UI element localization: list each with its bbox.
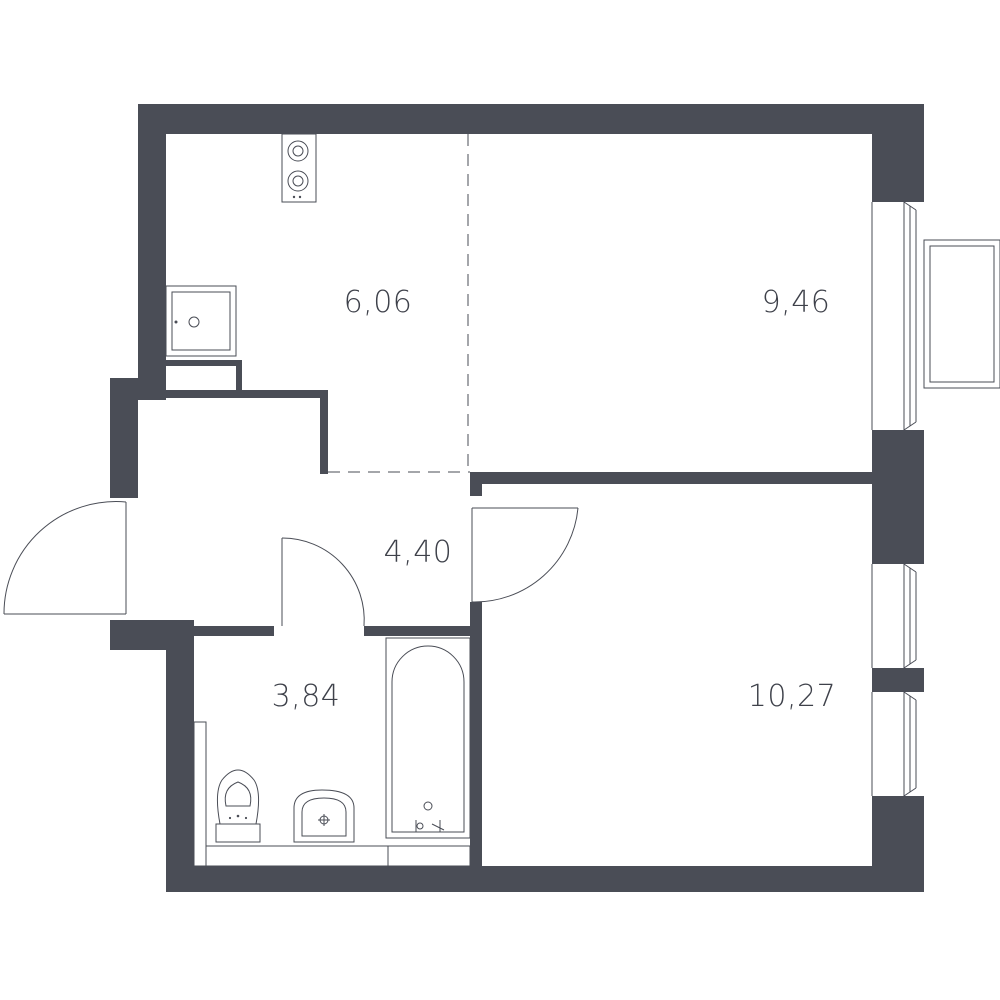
hallway-area-label: 4,40 — [384, 535, 453, 570]
window-living-room — [871, 201, 917, 431]
bedroom-door-jamb — [470, 472, 482, 496]
bathroom-area-label: 3,84 — [272, 679, 341, 714]
outer-wall-right-pier — [872, 668, 924, 692]
kitchen-partition-h — [138, 390, 328, 398]
outer-wall-top — [138, 104, 924, 134]
outer-wall-left-lower — [166, 626, 194, 892]
kitchen-partition-v — [320, 390, 328, 474]
kitchen-niche-post — [236, 360, 242, 392]
stove-icon — [281, 133, 317, 203]
living-room-area-label: 9,46 — [762, 285, 831, 320]
window-bedroom-upper — [871, 563, 917, 669]
bedroom-door — [471, 507, 579, 603]
window-bedroom-lower — [871, 691, 917, 797]
toilet-icon — [215, 769, 261, 843]
outer-wall-bottom — [166, 866, 924, 892]
bathroom-bedroom-wall — [470, 602, 482, 892]
bedroom-area-label: 10,27 — [748, 679, 836, 714]
zone-dividers — [328, 134, 470, 473]
washbasin-icon — [293, 789, 355, 843]
balcony — [923, 239, 1000, 389]
bathroom-top-wall-left — [194, 626, 274, 636]
windows — [871, 201, 1000, 797]
living-bedroom-partition — [470, 472, 872, 484]
area-labels: 6,06 9,46 4,40 3,84 10,27 — [272, 285, 836, 714]
outer-wall-right-bottom — [872, 796, 924, 892]
doors — [3, 501, 579, 627]
entrance-door — [3, 501, 127, 615]
bathroom-top-wall-right — [364, 626, 482, 636]
bathtub-icon — [385, 637, 471, 839]
fixtures — [165, 133, 471, 867]
walls — [110, 104, 924, 892]
outer-wall-right-mid — [872, 430, 924, 564]
outer-wall-right-top — [872, 104, 924, 202]
kitchen-area-label: 6,06 — [344, 285, 413, 320]
kitchen-sink-icon — [165, 285, 237, 357]
bathroom-cabinet-line — [193, 721, 471, 867]
bathroom-door — [281, 537, 365, 627]
outer-wall-left-upper — [138, 104, 166, 400]
kitchen-niche-wall — [166, 360, 242, 366]
outer-wall-left-jamb-upper — [110, 378, 138, 498]
